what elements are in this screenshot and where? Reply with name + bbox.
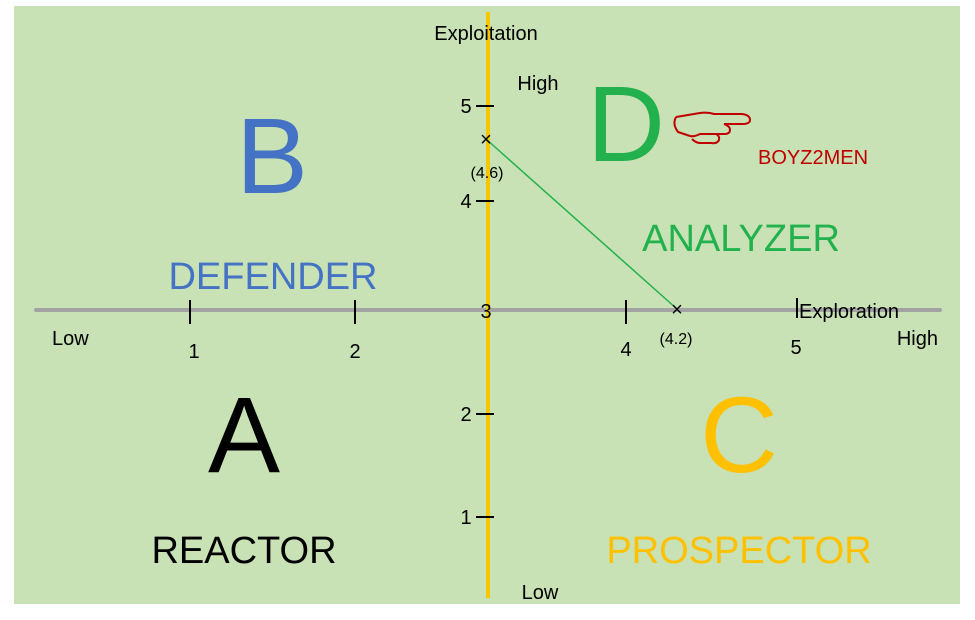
exploitation-point-marker: × (480, 129, 492, 151)
pointing-hand-icon (673, 111, 751, 145)
quadrant-d-letter: D (587, 63, 665, 184)
x-tick-label-1: 1 (188, 341, 199, 363)
quadrant-b-letter: B (236, 95, 308, 216)
y-tick-label-1: 1 (460, 507, 471, 529)
quadrant-a-name: REACTOR (151, 530, 336, 572)
x-tick-label-3: 3 (480, 301, 491, 323)
y-axis-low-label: Low (522, 582, 559, 604)
exploration-point-label: (4.2) (660, 331, 693, 348)
y-axis-high-label: High (517, 73, 558, 95)
y-axis-title: Exploitation (434, 23, 537, 45)
boyz2men-label: BOYZ2MEN (758, 147, 868, 169)
exploitation-point-label: (4.6) (471, 165, 504, 182)
x-tick-label-4: 4 (620, 339, 631, 361)
y-tick-label-4: 4 (460, 191, 471, 213)
quadrant-c-letter: C (700, 374, 778, 495)
quadrant-a-letter: A (208, 374, 280, 495)
x-tick-label-5: 5 (790, 337, 801, 359)
x-axis-high-label: High (897, 328, 938, 350)
exploration-point-marker: × (671, 299, 683, 321)
quadrant-c-name: PROSPECTOR (606, 530, 871, 572)
x-axis-low-label: Low (52, 328, 89, 350)
x-tick-label-2: 2 (349, 341, 360, 363)
quadrant-b-name: DEFENDER (168, 256, 377, 298)
connector-line (485, 138, 678, 310)
y-tick-label-2: 2 (460, 404, 471, 426)
y-tick-label-5: 5 (460, 96, 471, 118)
x-axis-title: Exploration (799, 301, 899, 323)
quadrant-d-name: ANALYZER (642, 218, 840, 260)
